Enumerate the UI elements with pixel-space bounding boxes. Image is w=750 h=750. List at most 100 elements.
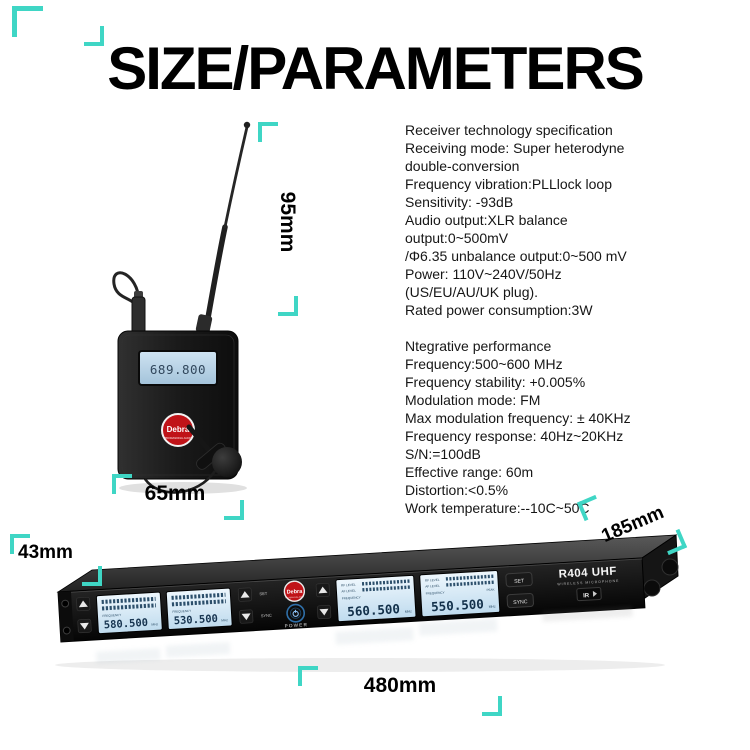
- spec-line: Receiver technology specification: [405, 122, 613, 138]
- mhz-label: MHz: [151, 622, 158, 626]
- spec-line: Rated power consumption:3W: [405, 302, 593, 318]
- lcd-panel: [419, 569, 501, 618]
- arrow-up-icon: [240, 591, 250, 598]
- debra-logo-subtext: PROFESSIONAL AUDIO: [165, 437, 192, 440]
- spec-line: Distortion:<0.5%: [405, 482, 509, 498]
- af-level-label: AF LEVEL: [425, 584, 440, 589]
- bodypack-lcd-frequency: 689.800: [150, 362, 206, 377]
- dimension-bodypack-height: 95mm: [276, 191, 299, 253]
- arrow-down-icon: [241, 613, 251, 621]
- spec-line: Work temperature:--10C~50C: [405, 500, 590, 516]
- lcd-panel: [165, 587, 233, 631]
- mhz-label: MHz: [221, 618, 228, 622]
- channel-display-3: RF LEVEL AF LEVEL FREQUENCY 560.500 MHz: [335, 574, 417, 623]
- lcd-panel: [335, 574, 417, 623]
- debra-logo-badge: [283, 580, 306, 602]
- af-level-bars: [362, 585, 411, 592]
- receiver-foot: [643, 579, 661, 597]
- frequency-value: 580.500: [104, 617, 149, 632]
- rack-screw-hole: [62, 626, 71, 635]
- corner-bracket: [12, 6, 43, 37]
- set-button-label: SET: [514, 578, 525, 585]
- frequency-value: 550.500: [431, 596, 484, 614]
- frequency-value: 530.500: [173, 613, 218, 628]
- spec-line: /Φ6.35 unbalance output:0~500 mV: [405, 248, 627, 264]
- spec-line: double-conversion: [405, 158, 520, 174]
- dimension-bodypack-width: 65mm: [144, 482, 206, 505]
- ir-window: [576, 586, 602, 602]
- spec-line: Frequency:500~600 MHz: [405, 356, 563, 372]
- spec-line: (US/EU/AU/UK plug).: [405, 284, 539, 300]
- rf-level-bars: [101, 596, 156, 604]
- spec-line: Audio output:XLR balance: [405, 212, 568, 228]
- debra-logo-subtext: PROFESSIONAL AUDIO: [285, 595, 305, 599]
- mhz-label: MHz: [405, 609, 412, 613]
- corner-bracket: [10, 534, 30, 554]
- antenna-mount: [195, 314, 213, 334]
- mic-plug: [131, 296, 146, 336]
- channel-display-4: RF LEVEL AF LEVEL FREQUENCY PEAK 550.500…: [419, 569, 501, 618]
- receiver-model: R404 UHF: [558, 565, 617, 580]
- spec-text-block: Receiver technology specification Receiv…: [405, 121, 735, 517]
- rack-screw-hole: [61, 599, 70, 608]
- page-title: SIZE/PARAMETERS: [107, 35, 645, 102]
- frequency-value: 560.500: [347, 601, 400, 619]
- corner-bracket: [112, 474, 132, 494]
- arrow-up-icon: [78, 600, 88, 608]
- corner-bracket: [298, 666, 318, 686]
- panel-top-highlight: [58, 558, 643, 594]
- mhz-label: MHz: [489, 605, 496, 609]
- spec-line: Frequency response: 40Hz~20KHz: [405, 428, 624, 444]
- dimension-receiver-width: 480mm: [363, 674, 437, 697]
- channel-display-1: FREQUENCY 580.500 MHz: [95, 591, 163, 635]
- spec-line: Power: 110V~240V/50Hz: [405, 266, 562, 282]
- spec-line: Frequency stability: +0.005%: [405, 374, 586, 390]
- antenna-whip: [223, 125, 249, 229]
- channel-display-2: FREQUENCY 530.500 MHz: [165, 587, 233, 631]
- spec-line: Effective range: 60m: [405, 464, 534, 480]
- corner-bracket: [82, 566, 102, 586]
- sync-button: [506, 593, 534, 609]
- lavalier-windscreen: [212, 447, 242, 477]
- bodypack-body-edge: [121, 334, 235, 476]
- spec-line: Modulation mode: FM: [405, 392, 541, 408]
- rf-level-label: RF LEVEL: [341, 583, 356, 588]
- af-level-bars: [171, 599, 226, 607]
- af-level-bars: [446, 580, 495, 587]
- rf-level-bars: [171, 592, 226, 600]
- spec-line: Frequency vibration:PLLlock loop: [405, 176, 613, 192]
- receiver-shadow: [55, 658, 665, 672]
- sync-button-label: SYNC: [513, 599, 528, 606]
- corner-bracket: [482, 696, 502, 716]
- antenna-tip: [243, 121, 251, 129]
- frequency-label: FREQUENCY: [172, 609, 191, 614]
- spec-line: Ntegrative performance: [405, 338, 552, 354]
- power-button-inner: [290, 607, 302, 619]
- power-label: POWER: [285, 622, 309, 628]
- corner-bracket: [84, 26, 104, 46]
- bodypack-transmitter-illustration: 689.800 Debra PROFESSIONAL AUDIO: [112, 121, 251, 494]
- ir-label: IR: [583, 593, 590, 599]
- debra-logo-text: Debra: [167, 425, 190, 434]
- spec-line: Max modulation frequency: ± 40KHz: [405, 410, 631, 426]
- receiver-model-subtitle: WIRELESS MICROPHONE: [557, 579, 619, 587]
- af-level-bars: [101, 603, 157, 611]
- arrow-down-icon: [319, 608, 329, 616]
- frequency-label: FREQUENCY: [102, 613, 121, 618]
- corner-bracket: [224, 500, 244, 520]
- frequency-label: FREQUENCY: [342, 595, 361, 600]
- ir-arrow-icon: [592, 590, 598, 597]
- rf-level-label: RF LEVEL: [425, 578, 440, 583]
- spec-line: S/N:=100dB: [405, 446, 481, 462]
- dimension-receiver-height: 43mm: [18, 542, 73, 563]
- arrow-down-icon: [79, 622, 89, 630]
- sync-button-label: SYNC: [261, 613, 272, 619]
- frequency-label: FREQUENCY: [426, 590, 445, 595]
- spec-paragraph-gap: [405, 319, 735, 337]
- corner-bracket: [278, 296, 298, 316]
- receiver-front-panel: FREQUENCY 580.500 MHz FREQUENCY 530.500 …: [57, 557, 646, 643]
- lcd-panel: [95, 591, 163, 635]
- set-button-label: SET: [259, 591, 268, 596]
- antenna-base-section: [203, 224, 228, 332]
